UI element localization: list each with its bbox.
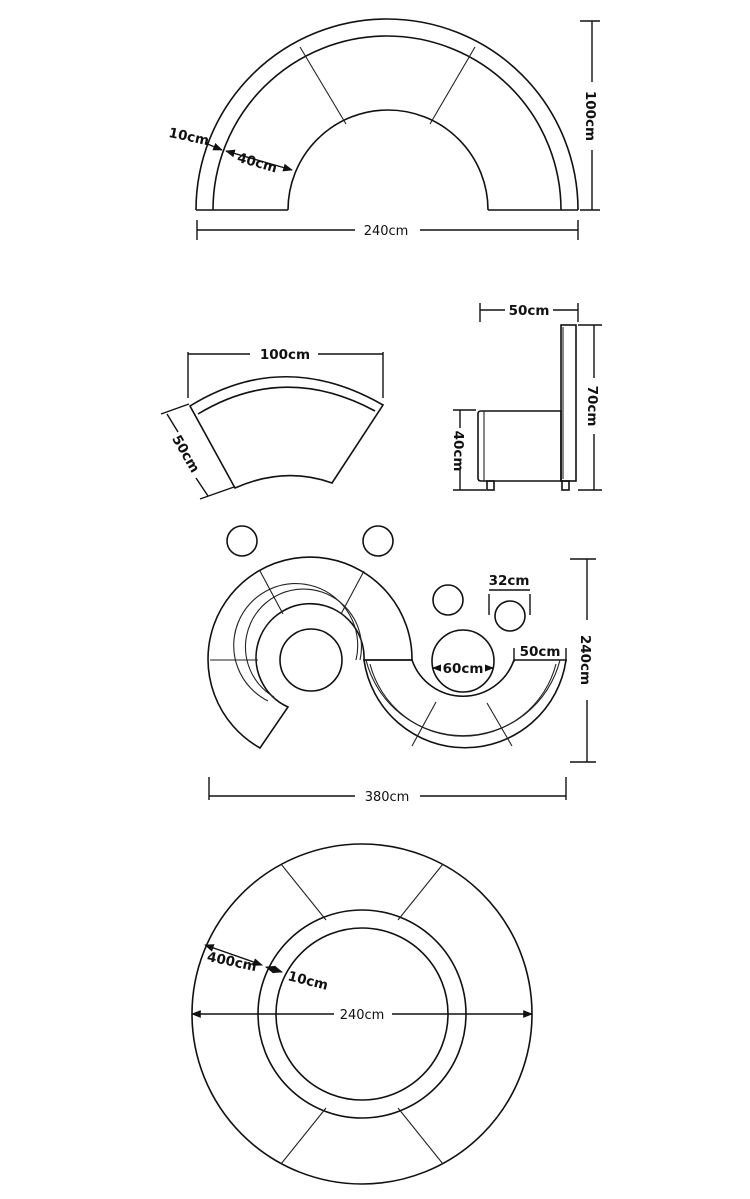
s-layout-view: 32cm 60cm 50cm 240cm 380cm [207, 525, 596, 805]
sector-top-label: 100cm [260, 347, 310, 363]
s-height-label: 240cm [577, 635, 593, 685]
side-leg [486, 480, 495, 491]
side-leg [561, 480, 570, 491]
side-view: 50cm 70cm 40cm [450, 303, 602, 491]
arc-seat-label: 40cm [235, 150, 279, 177]
stool-circle [494, 600, 526, 632]
arc-outer-outline [195, 18, 579, 211]
circle-layout-view: 400cm 10cm 240cm [191, 843, 533, 1185]
circle-outer-label: 400cm [206, 949, 258, 975]
side-depth-label: 50cm [509, 303, 550, 319]
sector-piece-view: 100cm 50cm [160, 347, 385, 500]
sector-depth-label: 50cm [168, 432, 202, 475]
stool-size-label: 32cm [489, 573, 530, 589]
arc-height-label: 100cm [582, 91, 598, 141]
table-size-label: 60cm [443, 661, 484, 677]
arc-border-label: 10cm [167, 125, 210, 149]
top-arc-view: 100cm 240cm 10cm 40cm [167, 18, 600, 240]
stool-circle [226, 525, 258, 557]
side-seat [477, 410, 562, 482]
arc-seam-line [299, 46, 347, 125]
s-width-label: 380cm [365, 790, 410, 805]
circle-border-label: 10cm [286, 968, 330, 993]
arc-inner-outline [287, 109, 489, 211]
side-seat-height-label: 40cm [450, 431, 466, 472]
sector-backrest-line [197, 386, 376, 415]
seat-depth-label: 50cm [520, 644, 561, 660]
arc-seam-line [429, 46, 476, 125]
center-table-right [431, 629, 495, 693]
s-right-section [363, 659, 567, 749]
sector-outline [188, 376, 385, 490]
stool-circle [362, 525, 394, 557]
side-back-height-label: 70cm [584, 386, 600, 427]
s-left-section [207, 556, 413, 750]
arc-backrest-line [212, 35, 562, 211]
circle-diameter-label: 240cm [340, 1008, 385, 1023]
center-table-left [279, 628, 343, 692]
stool-circle [432, 584, 464, 616]
arc-width-label: 240cm [364, 224, 409, 239]
